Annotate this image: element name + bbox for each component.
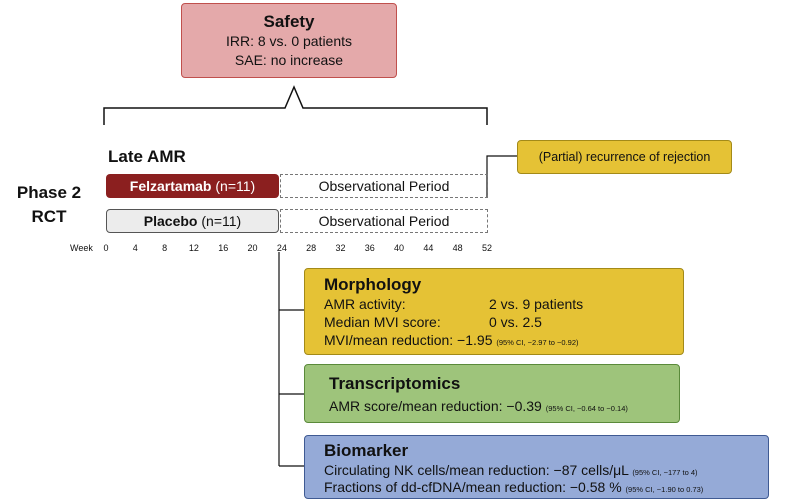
recurrence-box: (Partial) recurrence of rejection: [517, 140, 732, 174]
observational-period-treatment: Observational Period: [280, 174, 488, 198]
week-tick: 20: [247, 243, 258, 253]
week-tick: 48: [452, 243, 463, 253]
transcriptomics-title: Transcriptomics: [329, 374, 461, 393]
amr-score-text: AMR score/mean reduction: −0.39: [329, 398, 542, 414]
safety-brace: [103, 85, 488, 125]
morphology-row-mvi: Median MVI score: 0 vs. 2.5: [324, 314, 542, 331]
morphology-row-reduction: MVI/mean reduction: −1.95 (95% CI, −2.97…: [324, 332, 579, 351]
biomarker-row-cfdna: Fractions of dd-cfDNA/mean reduction: −0…: [324, 479, 703, 498]
week-tick: 52: [481, 243, 492, 253]
phase-line2: RCT: [31, 207, 67, 226]
week-tick: 0: [103, 243, 109, 253]
amr-activity-value: 2 vs. 9 patients: [489, 296, 584, 312]
safety-box: Safety IRR: 8 vs. 0 patients SAE: no inc…: [181, 3, 397, 78]
observational-period-placebo: Observational Period: [280, 209, 488, 233]
morphology-box: Morphology AMR activity: 2 vs. 9 patients…: [304, 268, 684, 355]
week-tick: 24: [276, 243, 287, 253]
biomarker-row-nk: Circulating NK cells/mean reduction: −87…: [324, 462, 698, 481]
week-axis-label: Week: [70, 243, 93, 253]
safety-title: Safety: [263, 12, 315, 31]
biomarker-title: Biomarker: [324, 441, 409, 460]
week-tick: 32: [335, 243, 346, 253]
nk-cells-text: Circulating NK cells/mean reduction: −87…: [324, 462, 629, 478]
placebo-arm: Placebo (n=11): [106, 209, 279, 233]
amr-score-ci: (95% CI, −0.64 to −0.14): [545, 404, 628, 413]
phase-label: Phase 2 RCT: [4, 181, 94, 229]
week-tick: 44: [423, 243, 434, 253]
felzartamab-name: Felzartamab: [129, 178, 212, 194]
recurrence-connector: [486, 155, 517, 198]
week-tick: 28: [306, 243, 317, 253]
cfdna-ci: (95% CI, −1.90 to 0.73): [625, 485, 704, 494]
transcriptomics-row: AMR score/mean reduction: −0.39 (95% CI,…: [329, 398, 628, 417]
transcriptomics-box: Transcriptomics AMR score/mean reduction…: [304, 364, 680, 423]
felzartamab-n: (n=11): [211, 178, 256, 194]
mvi-reduction-text: MVI/mean reduction: −1.95: [324, 332, 493, 348]
mvi-score-label: Median MVI score:: [324, 314, 441, 330]
placebo-name: Placebo: [143, 213, 198, 229]
phase-line1: Phase 2: [16, 183, 82, 202]
week-tick: 16: [218, 243, 229, 253]
week-tick: 4: [132, 243, 138, 253]
morphology-row-activity: AMR activity: 2 vs. 9 patients: [324, 296, 583, 313]
mvi-reduction-ci: (95% CI, −2.97 to −0.92): [496, 338, 579, 347]
mvi-score-value: 0 vs. 2.5: [489, 314, 542, 330]
week-tick: 40: [394, 243, 405, 253]
week-tick: 36: [364, 243, 375, 253]
cfdna-text: Fractions of dd-cfDNA/mean reduction: −0…: [324, 479, 622, 495]
placebo-n: (n=11): [197, 213, 242, 229]
week-tick: 12: [188, 243, 199, 253]
felzartamab-arm: Felzartamab (n=11): [106, 174, 279, 198]
biomarker-box: Biomarker Circulating NK cells/mean redu…: [304, 435, 769, 499]
safety-sae: SAE: no increase: [234, 52, 344, 68]
morphology-title: Morphology: [324, 275, 422, 294]
late-amr-title: Late AMR: [108, 147, 186, 166]
safety-irr: IRR: 8 vs. 0 patients: [225, 33, 353, 49]
week-tick: 8: [162, 243, 168, 253]
amr-activity-label: AMR activity:: [324, 296, 406, 312]
nk-cells-ci: (95% CI, −177 to 4): [632, 468, 698, 477]
